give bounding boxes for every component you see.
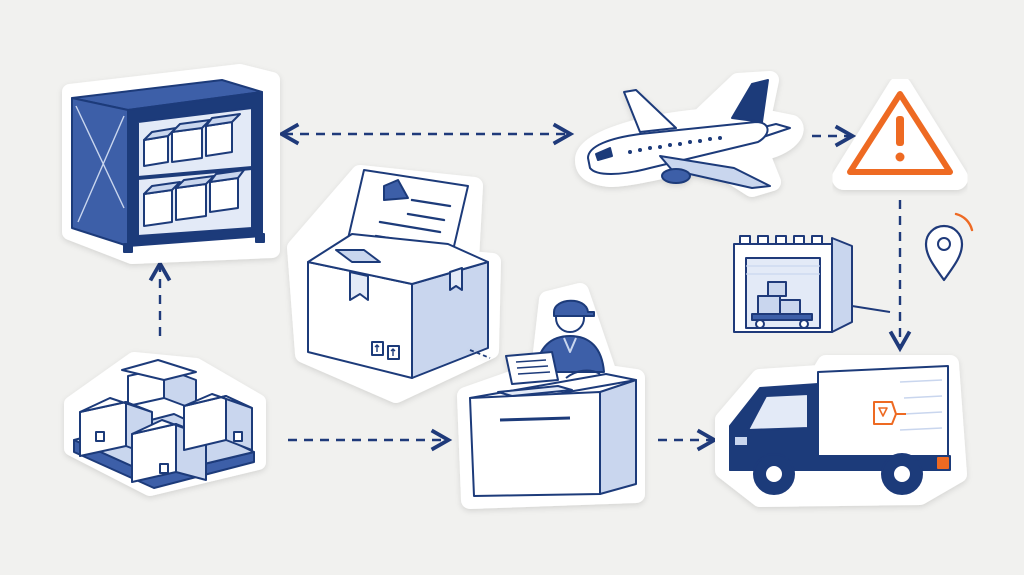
warning-triangle-icon (832, 76, 968, 190)
pallet-boxes-icon (64, 352, 266, 496)
location-pin-icon (924, 212, 974, 282)
delivery-truck-icon (715, 355, 967, 507)
airplane-icon (575, 71, 804, 197)
connectors (148, 122, 912, 452)
loading-dock-icon (733, 235, 891, 333)
packing-station-worker-icon (457, 283, 645, 509)
package-document-icon (287, 165, 501, 403)
warehouse-shelving-icon (62, 64, 280, 264)
